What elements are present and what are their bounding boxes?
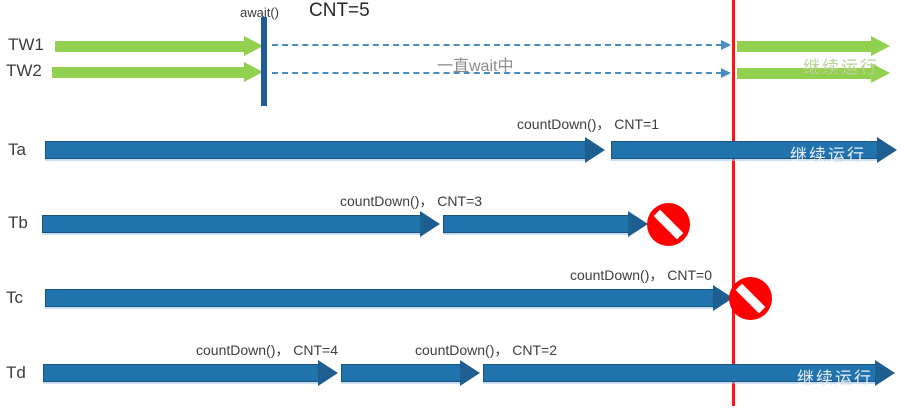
- cnt5-label: CNT=5: [309, 0, 370, 21]
- waiting-label: 一直wait中: [437, 58, 514, 75]
- td-continue-arrow: [483, 360, 895, 386]
- tw1-continue-arrow: [737, 36, 890, 57]
- arrow-head-icon: [628, 211, 648, 237]
- dashed-arrow-head-icon: [721, 68, 731, 78]
- arrow-head-icon: [871, 63, 890, 83]
- arrow-head-icon: [244, 36, 263, 56]
- tb-terminated-icon: [647, 203, 690, 246]
- thread-label-tc: Tc: [6, 288, 23, 307]
- thread-label-tw2: TW2: [6, 61, 42, 80]
- tc-countdown-label: countDown()， CNT=0: [570, 267, 712, 283]
- arrow-head-icon: [875, 360, 895, 386]
- tc-terminated-icon: [729, 277, 772, 320]
- thread-label-td: Td: [6, 363, 26, 382]
- tw-continue-label: 继续运行: [803, 58, 879, 77]
- tb-run-arrow-2: [443, 211, 648, 237]
- td-run-arrow-2: [341, 360, 480, 386]
- ta-run-arrow: [45, 137, 605, 163]
- tw2-wait-dashed-line: [272, 72, 722, 74]
- arrow-head-icon: [460, 360, 480, 386]
- arrow-head-icon: [244, 62, 263, 82]
- arrow-head-icon: [713, 285, 733, 311]
- tb-countdown-label: countDown()， CNT=3: [340, 193, 482, 209]
- arrow-head-icon: [585, 137, 605, 163]
- arrow-head-icon: [420, 211, 440, 237]
- td-run-arrow: [43, 360, 338, 386]
- arrow-head-icon: [318, 360, 338, 386]
- tw1-wait-dashed-line: [272, 44, 722, 46]
- arrow-head-icon: [871, 36, 890, 56]
- thread-label-tw1: TW1: [8, 35, 44, 54]
- tw2-run-arrow: [52, 62, 263, 83]
- tw2-continue-arrow: [737, 63, 890, 84]
- ta-continue-arrow: [611, 137, 897, 163]
- thread-label-ta: Ta: [8, 140, 26, 159]
- td-countdown-label-2: countDown()， CNT=2: [415, 342, 557, 358]
- tw1-run-arrow: [55, 36, 263, 57]
- tc-run-arrow: [45, 285, 733, 311]
- arrow-head-icon: [877, 137, 897, 163]
- release-timeline-line: [732, 0, 735, 406]
- dashed-arrow-head-icon: [721, 40, 731, 50]
- await-label: await(): [240, 5, 280, 20]
- tb-run-arrow: [42, 211, 440, 237]
- ta-countdown-label: countDown()， CNT=1: [517, 116, 659, 132]
- await-barrier-bar: [261, 17, 267, 106]
- thread-label-tb: Tb: [8, 213, 28, 232]
- ta-continue-label: 继续运行: [790, 146, 866, 165]
- td-countdown-label-1: countDown()， CNT=4: [196, 342, 338, 358]
- td-continue-label: 继续运行: [797, 369, 873, 388]
